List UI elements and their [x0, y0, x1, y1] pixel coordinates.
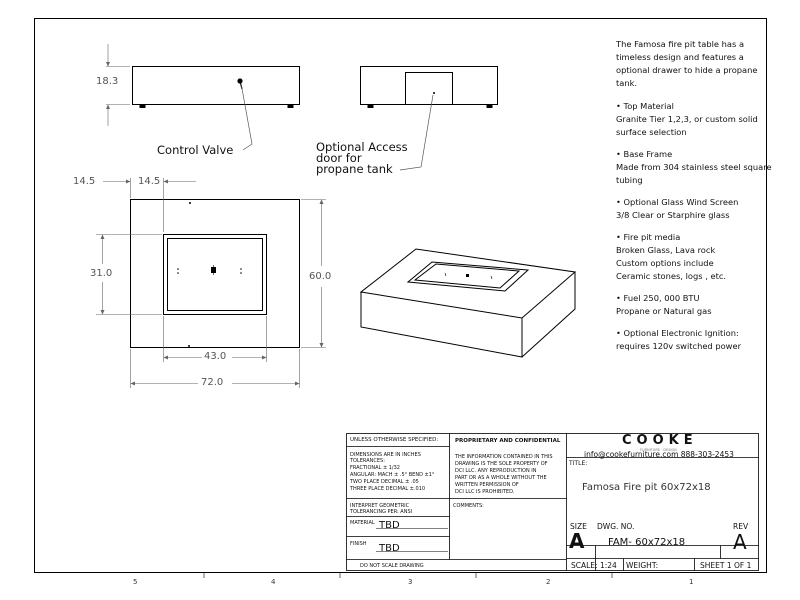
tol-angular: ANGULAR: MACH ± .5° BEND ±1° — [350, 472, 435, 478]
tol-three-place: THREE PLACE DECIMAL ±.010 — [350, 486, 426, 492]
zone-4: 4 — [271, 578, 276, 586]
proprietary-line-4: PART OR AS A WHOLE WITHOUT THE — [455, 475, 547, 481]
top-view — [96, 178, 326, 388]
zone-2: 2 — [546, 578, 551, 586]
callout-access-door: Optional Access door for propane tank — [316, 140, 408, 176]
comments-label: COMMENTS: — [453, 503, 484, 509]
contact-info: info@cookefurniture.com 888-303-2453 — [584, 450, 734, 459]
scale: SCALE: 1:24 — [571, 561, 617, 570]
finish-label: FINISH — [350, 541, 367, 547]
title-label: TITLE: — [569, 460, 588, 467]
dim-burner-width: 43.0 — [204, 351, 227, 362]
finish-value: TBD — [379, 543, 400, 554]
isometric-view — [359, 248, 577, 358]
size-label: SIZE — [570, 522, 587, 531]
rev-label: REV — [733, 522, 749, 531]
notes-intro: The Famosa fire pit table has a timeless… — [616, 39, 758, 88]
dim-overall-depth: 60.0 — [309, 271, 332, 282]
title-block-lines — [346, 433, 759, 571]
zone-3: 3 — [408, 578, 413, 586]
tol-two-place: TWO PLACE DECIMAL ± .05 — [350, 479, 419, 485]
dim-overall-width: 72.0 — [201, 377, 224, 388]
unless-header: UNLESS OTHERWISE SPECIFIED: — [350, 437, 439, 443]
material-value: TBD — [379, 520, 400, 531]
weight: WEIGHT: — [626, 561, 659, 570]
interpret-1: INTERPRET GEOMETRIC — [350, 503, 410, 509]
access-door — [405, 72, 453, 105]
zone-1: 1 — [689, 578, 694, 586]
dwg-no-label: DWG. NO. — [597, 522, 635, 531]
tolerances: TOLERANCES: — [350, 458, 385, 464]
callout-access-door-line3: propane tank — [316, 162, 393, 176]
dimensions-are: DIMENSIONS ARE IN INCHES — [350, 452, 421, 458]
do-not-scale: DO NOT SCALE DRAWING — [360, 563, 424, 569]
dim-height: 18.3 — [96, 76, 119, 87]
side-view — [360, 66, 498, 171]
dwg-no-value: FAM- 60x72x18 — [608, 537, 686, 548]
company-logo: COOKE — [622, 433, 698, 448]
drawing-title: Famosa Fire pit 60x72x18 — [582, 482, 711, 493]
proprietary-line-3: DCI LLC. ANY REPRODUCTION IN — [455, 468, 537, 474]
product-notes: The Famosa fire pit table has a timeless… — [616, 38, 776, 362]
dim-margin-right: 14.5 — [138, 176, 161, 187]
material-label: MATERIAL — [350, 520, 375, 526]
proprietary-line-5: WRITTEN PERMISSION OF — [455, 482, 519, 488]
notes-item: • Optional Electronic Ignition:requires … — [616, 328, 741, 351]
proprietary-line-1: THE INFORMATION CONTAINED IN THIS — [455, 454, 553, 460]
interpret-2: TOLERANCING PER: ANSI — [350, 509, 413, 515]
sheet-number: SHEET 1 OF 1 — [700, 561, 752, 570]
rev-value: A — [733, 530, 747, 554]
dim-burner-depth: 31.0 — [90, 268, 113, 279]
proprietary-line-6: DCI LLC IS PROHIBITED. — [455, 489, 515, 495]
size-value: A — [569, 529, 585, 553]
zone-ticks — [203, 572, 613, 578]
proprietary-line-2: DRAWING IS THE SOLE PROPERTY OF — [455, 461, 548, 467]
callout-control-valve: Control Valve — [157, 143, 234, 157]
tol-fractional: FRACTIONAL ± 1/32 — [350, 465, 400, 471]
front-view — [106, 44, 300, 151]
zone-5: 5 — [133, 578, 138, 586]
callout-access-door-line2: door for — [316, 151, 362, 165]
callout-access-door-line1: Optional Access — [316, 140, 408, 154]
dim-margin-left: 14.5 — [73, 176, 96, 187]
proprietary-header: PROPRIETARY AND CONFIDENTIAL — [455, 438, 561, 444]
company-logo-sub: FURNITURE · DESIGN — [640, 448, 677, 452]
sheet-border — [34, 18, 767, 573]
